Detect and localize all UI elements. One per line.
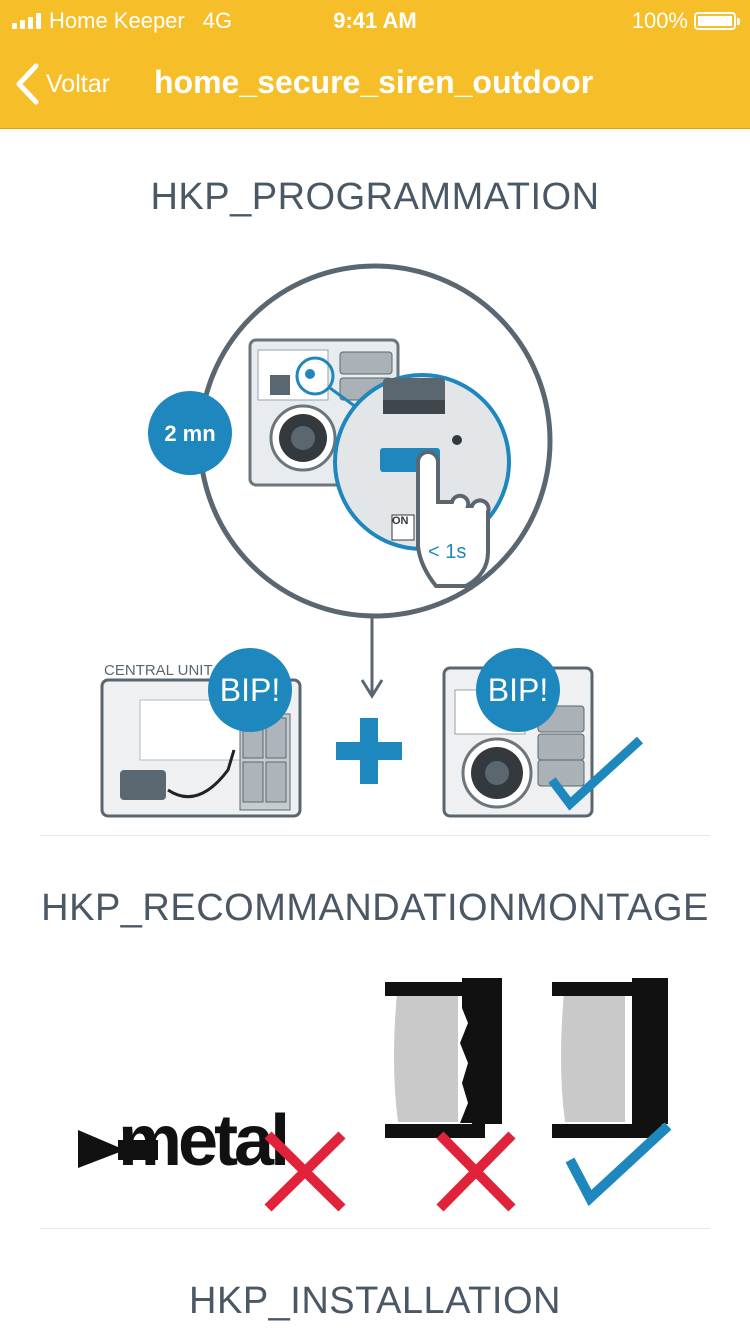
checkmark-icon — [565, 1122, 672, 1207]
clock: 9:41 AM — [333, 8, 417, 33]
hand-pointer-icon — [416, 450, 491, 588]
on-label: ON — [392, 515, 409, 527]
flat-wall — [552, 978, 668, 1138]
uneven-wall — [385, 978, 502, 1138]
duration-badge — [148, 391, 232, 475]
bip-left-label: BIP! — [220, 672, 280, 708]
bip-badge-right — [476, 648, 560, 732]
section-title-recommandation: HKP_RECOMMANDATIONMONTAGE — [41, 887, 709, 929]
metal-label: metal — [118, 1101, 286, 1181]
navigation-bar: Voltar home_secure_siren_outdoor — [0, 40, 750, 129]
central-unit-device: CENTRAL UNIT — [100, 662, 302, 818]
battery-percent: 100% — [631, 8, 688, 33]
section-title-installation: HKP_INSTALLATION — [189, 1280, 561, 1322]
bip-right-label: BIP! — [488, 672, 548, 708]
battery-indicator: 100% — [631, 8, 740, 34]
divider — [40, 835, 710, 836]
programmation-illustration: ON < 1s 2 mn CENTRAL UNIT BIP! BIP! — [100, 263, 644, 818]
signal-icon — [12, 13, 41, 29]
back-label: Voltar — [46, 69, 110, 98]
duration-label: 2 mn — [164, 421, 215, 446]
metal-surface: metal — [78, 1101, 290, 1181]
central-unit-label: CENTRAL UNIT — [104, 662, 213, 679]
page-title: home_secure_siren_outdoor — [154, 64, 594, 100]
zoom-detail: ON < 1s — [329, 373, 511, 588]
network-type: 4G — [202, 8, 233, 33]
status-bar: Home Keeper 4G 9:41 AM 100% — [0, 0, 750, 40]
mounting-recommendation-illustration: metal — [78, 978, 672, 1212]
back-button[interactable]: Voltar — [14, 62, 110, 106]
checkmark-icon — [548, 736, 644, 811]
bip-badge-left — [208, 648, 292, 732]
carrier-name: Home Keeper — [49, 8, 185, 33]
battery-icon — [694, 12, 740, 30]
divider — [40, 1228, 710, 1229]
section-title-programmation: HKP_PROGRAMMATION — [150, 176, 600, 218]
press-time-label: < 1s — [428, 541, 466, 563]
carrier-info: Home Keeper 4G — [12, 8, 232, 34]
chevron-left-icon — [16, 63, 39, 105]
